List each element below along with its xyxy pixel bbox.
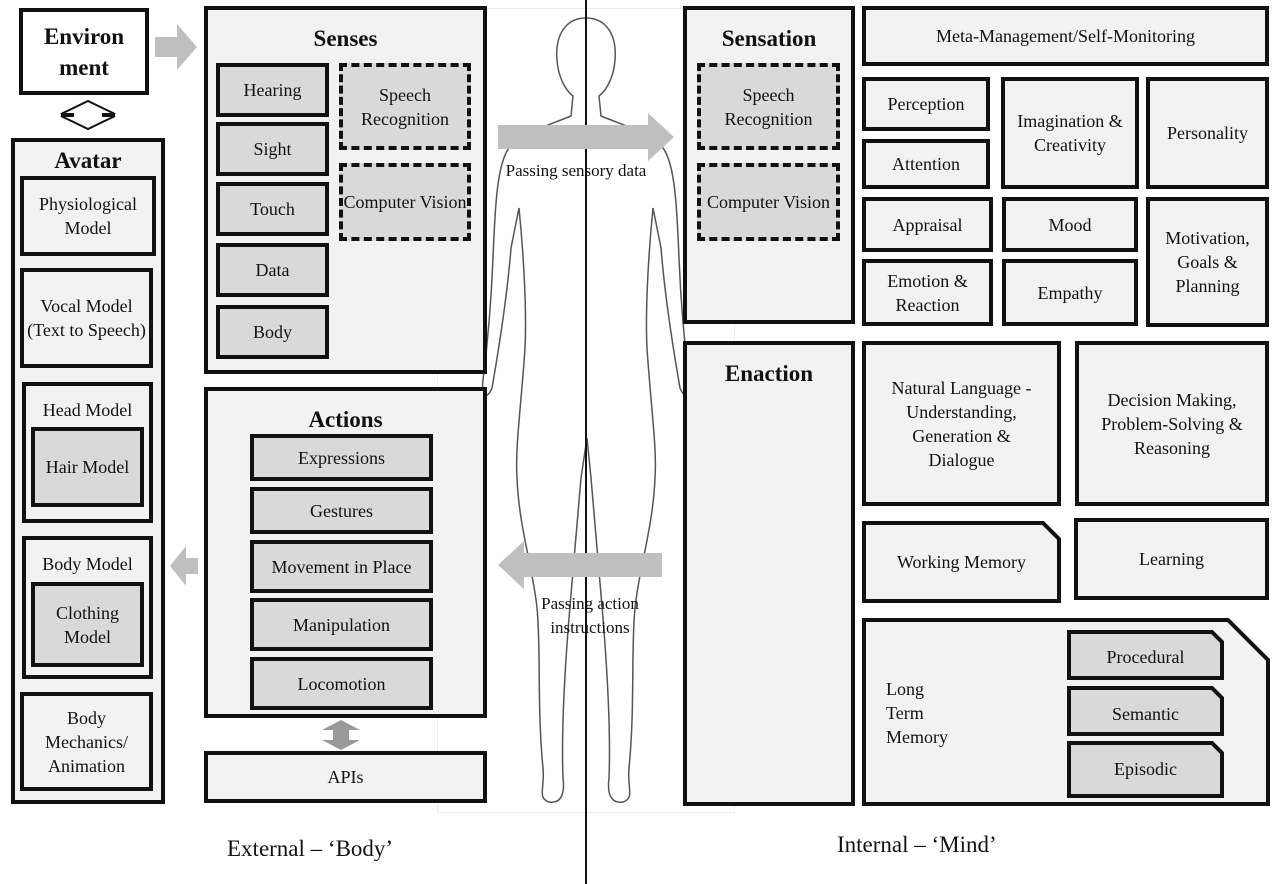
environment-box: Environ ment	[19, 8, 149, 95]
action-movement-in-place: Movement in Place	[250, 540, 433, 593]
perception-label: Perception	[887, 94, 965, 114]
appraisal: Appraisal	[862, 197, 993, 252]
empathy-label: Empathy	[1037, 282, 1103, 303]
emotion-reaction: Emotion & Reaction	[862, 259, 993, 326]
action-locomotion: Locomotion	[250, 657, 433, 710]
body-mechanics-label: Body Mechanics/ Animation	[45, 707, 128, 776]
sensory-data-arrow	[498, 113, 674, 161]
sensation-title: Sensation	[721, 26, 817, 51]
learning-label: Learning	[1139, 549, 1204, 569]
actions-title: Actions	[308, 407, 383, 432]
procedural-label: Procedural	[1106, 647, 1185, 667]
action-gestures-label: Gestures	[310, 500, 373, 521]
action-instructions-label: Passing action instructions	[541, 594, 639, 637]
sensation-computer-vision-label: Computer Vision	[706, 192, 831, 212]
sensory-data-label: Passing sensory data	[505, 161, 647, 180]
working-memory-shape	[862, 521, 1061, 603]
physiological-model-label: Physiological Model	[39, 194, 137, 238]
personality: Personality	[1146, 77, 1269, 189]
meta-management: Meta-Management/Self-Monitoring	[862, 6, 1269, 66]
avatar-title: Avatar	[54, 148, 122, 173]
mood-label: Mood	[1048, 214, 1092, 235]
sense-hearing-label: Hearing	[243, 80, 302, 100]
decision-making-label: Decision Making, Problem-Solving & Reaso…	[1101, 389, 1243, 458]
imagination-creativity: Imagination & Creativity	[1001, 77, 1139, 189]
action-expressions-label: Expressions	[298, 447, 385, 468]
learning: Learning	[1074, 518, 1269, 600]
long-term-memory-label: Long Term Memory	[886, 679, 948, 747]
apis-box: APIs	[204, 751, 487, 803]
enaction-panel: Enaction	[683, 341, 855, 806]
actions-apis-double-arrow	[322, 720, 360, 750]
perception: Perception	[862, 77, 990, 131]
action-locomotion-label: Locomotion	[297, 673, 386, 694]
senses-computer-vision: Computer Vision	[339, 163, 471, 241]
attention: Attention	[862, 139, 990, 189]
semantic-shape	[1067, 686, 1224, 736]
episodic-shape	[1067, 741, 1224, 798]
senses-speech-recognition-label: Speech Recognition	[361, 84, 449, 129]
sense-touch: Touch	[216, 182, 329, 236]
emotion-label: Emotion & Reaction	[887, 270, 968, 315]
hair-model: Hair Model	[31, 427, 144, 507]
internal-mind-caption: Internal – ‘Mind’	[837, 832, 997, 857]
semantic-label: Semantic	[1112, 704, 1179, 724]
clothing-model: Clothing Model	[31, 582, 144, 667]
sense-hearing: Hearing	[216, 63, 329, 117]
environment-avatar-double-arrow	[60, 100, 116, 130]
apis-label: APIs	[327, 767, 364, 787]
senses-computer-vision-label: Computer Vision	[343, 192, 467, 212]
sense-sight-label: Sight	[253, 139, 292, 159]
environment-label: Environ ment	[43, 23, 125, 80]
sense-body-label: Body	[252, 322, 292, 342]
action-movement-label: Movement in Place	[271, 556, 412, 577]
hair-model-label: Hair Model	[45, 457, 130, 477]
motivation-label: Motivation, Goals & Planning	[1165, 228, 1250, 296]
sense-touch-label: Touch	[250, 199, 295, 219]
action-manipulation-label: Manipulation	[293, 614, 390, 635]
action-gestures: Gestures	[250, 487, 433, 534]
senses-speech-recognition: Speech Recognition	[339, 63, 471, 150]
action-expressions: Expressions	[250, 434, 433, 481]
actions-avatar-arrow	[170, 546, 198, 586]
clothing-model-label: Clothing Model	[55, 602, 119, 647]
working-memory-label: Working Memory	[896, 552, 1027, 572]
body-model-label: Body Model	[42, 554, 133, 574]
sensation-computer-vision: Computer Vision	[697, 163, 840, 241]
imagination-label: Imagination & Creativity	[1017, 111, 1123, 155]
vocal-model-label: Vocal Model (Text to Speech)	[27, 296, 146, 340]
attention-label: Attention	[892, 154, 960, 174]
personality-label: Personality	[1167, 123, 1248, 143]
action-manipulation: Manipulation	[250, 598, 433, 651]
motivation-goals-planning: Motivation, Goals & Planning	[1146, 197, 1269, 327]
external-body-caption: External – ‘Body’	[227, 836, 394, 861]
sense-data-label: Data	[255, 260, 290, 280]
meta-management-label: Meta-Management/Self-Monitoring	[936, 26, 1195, 46]
senses-title: Senses	[313, 26, 378, 51]
empathy: Empathy	[1002, 259, 1138, 326]
vocal-model: Vocal Model (Text to Speech)	[20, 268, 153, 368]
sense-sight: Sight	[216, 122, 329, 176]
body-mechanics-animation: Body Mechanics/ Animation	[20, 692, 153, 791]
action-instructions-arrow	[498, 541, 662, 589]
episodic-label: Episodic	[1114, 759, 1177, 779]
sense-body: Body	[216, 305, 329, 359]
natural-language-label: Natural Language - Understanding, Genera…	[891, 377, 1032, 470]
sense-data: Data	[216, 243, 329, 297]
sensation-speech-recognition: Speech Recognition	[697, 63, 840, 150]
procedural-shape	[1067, 630, 1224, 680]
physiological-model: Physiological Model	[20, 176, 156, 256]
environment-senses-arrow	[155, 24, 197, 70]
appraisal-label: Appraisal	[892, 214, 963, 235]
decision-making: Decision Making, Problem-Solving & Reaso…	[1075, 341, 1269, 506]
sensation-speech-recognition-label: Speech Recognition	[724, 84, 813, 129]
natural-language: Natural Language - Understanding, Genera…	[862, 341, 1061, 506]
mood: Mood	[1002, 197, 1138, 252]
enaction-title: Enaction	[724, 361, 814, 386]
head-model-label: Head Model	[42, 400, 133, 420]
